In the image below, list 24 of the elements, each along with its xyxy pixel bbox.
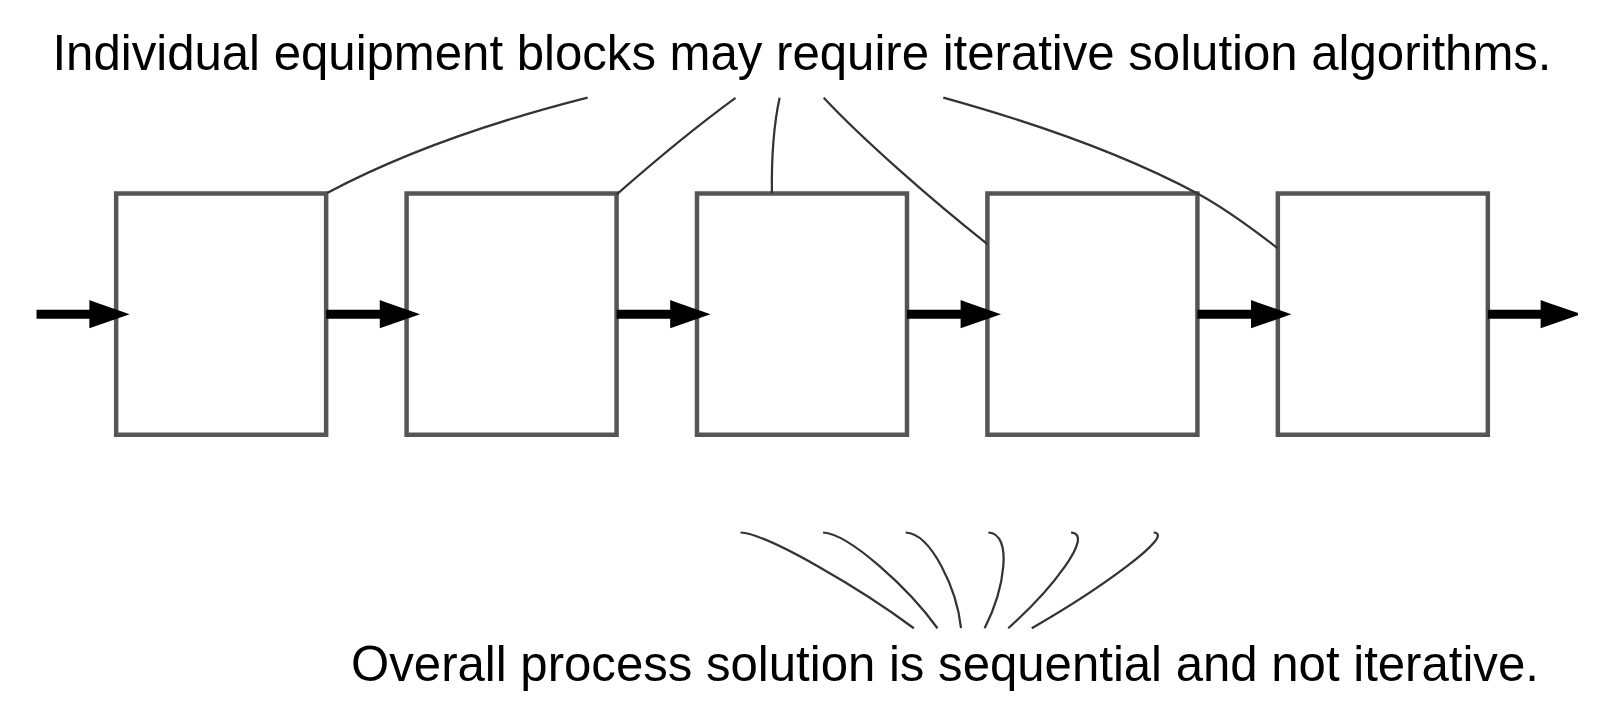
connector [822,531,939,629]
arrow [1487,300,1578,329]
connector [326,96,588,195]
node-box [113,191,329,438]
connector [822,97,989,246]
connector [983,531,1005,629]
arrow [326,300,421,329]
connector [905,531,963,629]
arrow [1197,300,1292,329]
connector [740,531,915,630]
connector [1031,531,1159,630]
node-box [694,191,910,438]
node-text: Overall process solution is sequential and not iterative. [351,637,1539,692]
connector [943,96,1279,250]
connector [770,97,781,194]
node-box [1275,191,1491,438]
connector [615,96,737,196]
node-text: Individual equipment blocks may require iterative solution algorithms. [52,25,1552,80]
arrow [907,300,1001,329]
arrow [616,300,711,329]
node-box [404,191,619,438]
arrow [36,300,130,329]
connector [1007,531,1079,630]
node-box [985,191,1200,438]
